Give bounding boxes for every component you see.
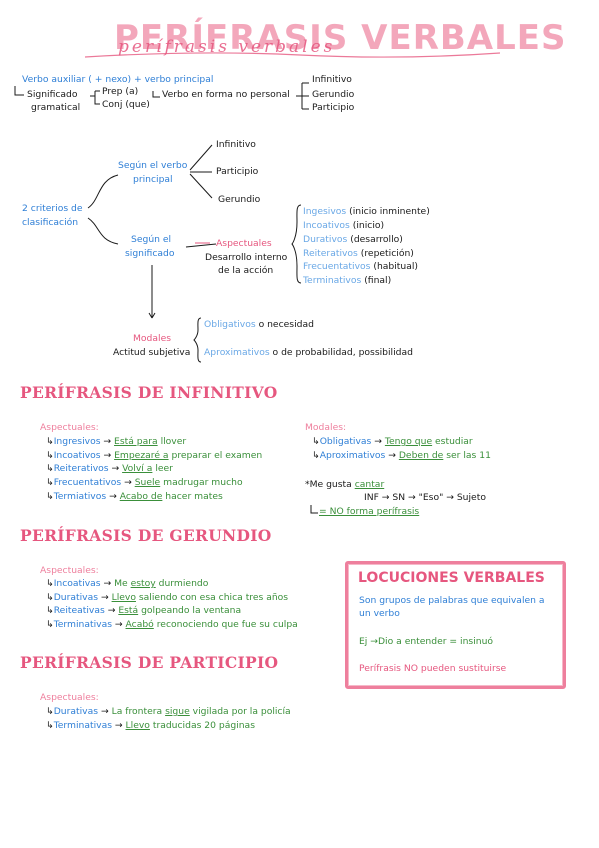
list-item: ↳Aproximativos → Deben de ser las 11 xyxy=(312,450,491,461)
vp-form-infinitivo: Infinitivo xyxy=(216,139,256,150)
heading-participio: PERÍFRASIS DE PARTICIPIO xyxy=(20,653,279,672)
modales-label: Modales xyxy=(133,333,172,344)
list-item: ↳Incoativos → Empezaré a preparar el exa… xyxy=(46,450,263,461)
intro-form-infinitivo: Infinitivo xyxy=(312,74,352,85)
page-title: PERÍFRASIS VERBALES xyxy=(114,18,567,58)
vp-form-gerundio: Gerundio xyxy=(218,194,261,205)
inf-aspectuales-label: Aspectuales: xyxy=(40,422,99,433)
significado-line2: significado xyxy=(125,248,175,259)
note-analysis: INF → SN → "Eso" → Sujeto xyxy=(364,492,486,503)
locuciones-example: Ej →Dio a entender = insinuó xyxy=(359,636,494,647)
definition-text: Verbo auxiliar ( + nexo) + verbo princip… xyxy=(22,74,214,85)
par-aspectuales-label: Aspectuales: xyxy=(40,692,99,703)
note-line: *Me gusta cantar xyxy=(305,479,385,490)
modal-item: Aproximativos o de probabilidad, possibi… xyxy=(204,347,413,358)
list-item: ↳Ingresivos → Está para llover xyxy=(46,436,187,447)
intro-form-gerundio: Gerundio xyxy=(312,89,355,100)
significado-label: Significado xyxy=(27,89,78,100)
conj-label: Conj (que) xyxy=(102,99,150,110)
inf-modales-label: Modales: xyxy=(305,422,347,433)
list-item: ↳Terminativas → Llevo traducidas 20 pági… xyxy=(46,720,255,731)
aspect-item: Durativos (desarrollo) xyxy=(303,234,403,245)
list-item: ↳Durativas → La frontera sigue vigilada … xyxy=(46,706,291,717)
page-subtitle-script: perífrasis verbales xyxy=(118,37,336,57)
heading-infinitivo: PERÍFRASIS DE INFINITIVO xyxy=(20,383,278,402)
gramatical-label: gramatical xyxy=(31,102,81,113)
list-item: ↳Termiativos → Acabo de hacer mates xyxy=(46,491,223,502)
intro-form-participio: Participio xyxy=(312,102,355,113)
list-item: ↳Incoativas → Me estoy durmiendo xyxy=(46,578,209,589)
significado-line1: Según el xyxy=(131,234,172,245)
ger-aspectuales-label: Aspectuales: xyxy=(40,565,99,576)
criteria-root-line1: 2 criterios de xyxy=(22,203,83,214)
list-item: ↳Durativas → Llevo saliendo con esa chic… xyxy=(46,592,289,603)
heading-gerundio: PERÍFRASIS DE GERUNDIO xyxy=(20,526,272,545)
desarrollo-line2: de la acción xyxy=(218,265,274,276)
list-item: ↳Reiterativos → Volví a leer xyxy=(46,463,173,474)
prep-label: Prep (a) xyxy=(102,86,139,97)
list-item: ↳Terminativas → Acabó reconociendo que f… xyxy=(46,619,298,630)
list-item: ↳Reiteativas → Está golpeando la ventana xyxy=(46,605,242,616)
locuciones-desc-line2: un verbo xyxy=(359,608,400,619)
aspectuales-label: Aspectuales xyxy=(216,238,272,249)
locuciones-title: LOCUCIONES VERBALES xyxy=(358,570,545,586)
verbo-principal-line1: Según el verbo xyxy=(118,160,188,171)
locuciones-note: Perífrasis NO pueden sustituirse xyxy=(359,663,507,674)
aspect-item: Ingesivos (inicio inminente) xyxy=(303,206,430,217)
locuciones-box xyxy=(345,561,566,689)
vp-form-participio: Participio xyxy=(216,166,259,177)
list-item: ↳Obligativas → Tengo que estudiar xyxy=(312,436,473,447)
note-conclusion: = NO forma perífrasis xyxy=(319,506,420,517)
modal-item: Obligativos o necesidad xyxy=(204,319,314,330)
aspect-item: Terminativos (final) xyxy=(303,275,392,286)
aspect-item: Reiterativos (repetición) xyxy=(303,248,414,259)
verbo-principal-line2: principal xyxy=(133,174,173,185)
locuciones-desc-line1: Son grupos de palabras que equivalen a xyxy=(359,595,545,606)
verbo-forma-label: Verbo en forma no personal xyxy=(162,89,290,100)
list-item: ↳Frecuentativos → Suele madrugar mucho xyxy=(46,477,243,488)
criteria-root-line2: clasificación xyxy=(22,217,79,228)
aspect-item: Frecuentativos (habitual) xyxy=(303,261,418,272)
actitud-label: Actitud subjetiva xyxy=(113,347,191,358)
desarrollo-line1: Desarrollo interno xyxy=(205,252,288,263)
aspect-item: Incoativos (inicio) xyxy=(303,220,385,231)
